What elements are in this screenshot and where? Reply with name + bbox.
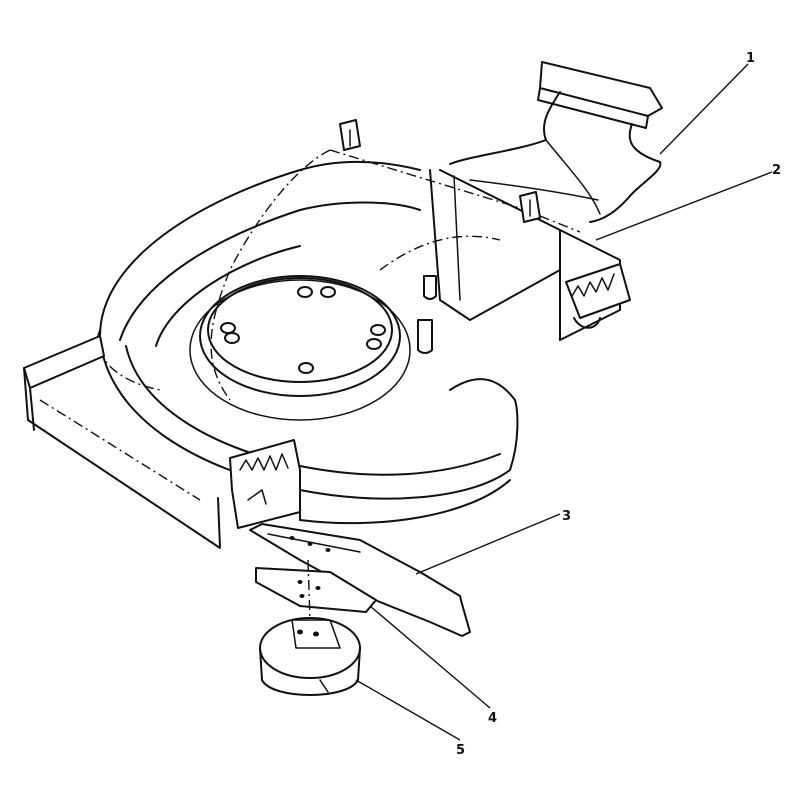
leader-3: [415, 513, 561, 575]
part-mower-deck: [23, 119, 631, 549]
callout-labels: 1 2 3 4 5: [456, 51, 781, 758]
part-adapter-plate: [255, 567, 377, 613]
leader-5: [355, 679, 461, 741]
callout-1: 1: [746, 51, 755, 66]
callout-2: 2: [772, 163, 781, 178]
part-blade-boss: [259, 559, 361, 696]
part-grass-chute: [449, 61, 663, 223]
mount-bolt-holes: [220, 286, 386, 374]
leader-1: [659, 63, 749, 155]
callout-3: 3: [562, 509, 571, 524]
leader-4: [369, 605, 491, 709]
leader-2: [595, 171, 773, 241]
callout-4: 4: [488, 711, 497, 726]
callout-5: 5: [456, 743, 465, 758]
leader-lines: [355, 63, 773, 741]
